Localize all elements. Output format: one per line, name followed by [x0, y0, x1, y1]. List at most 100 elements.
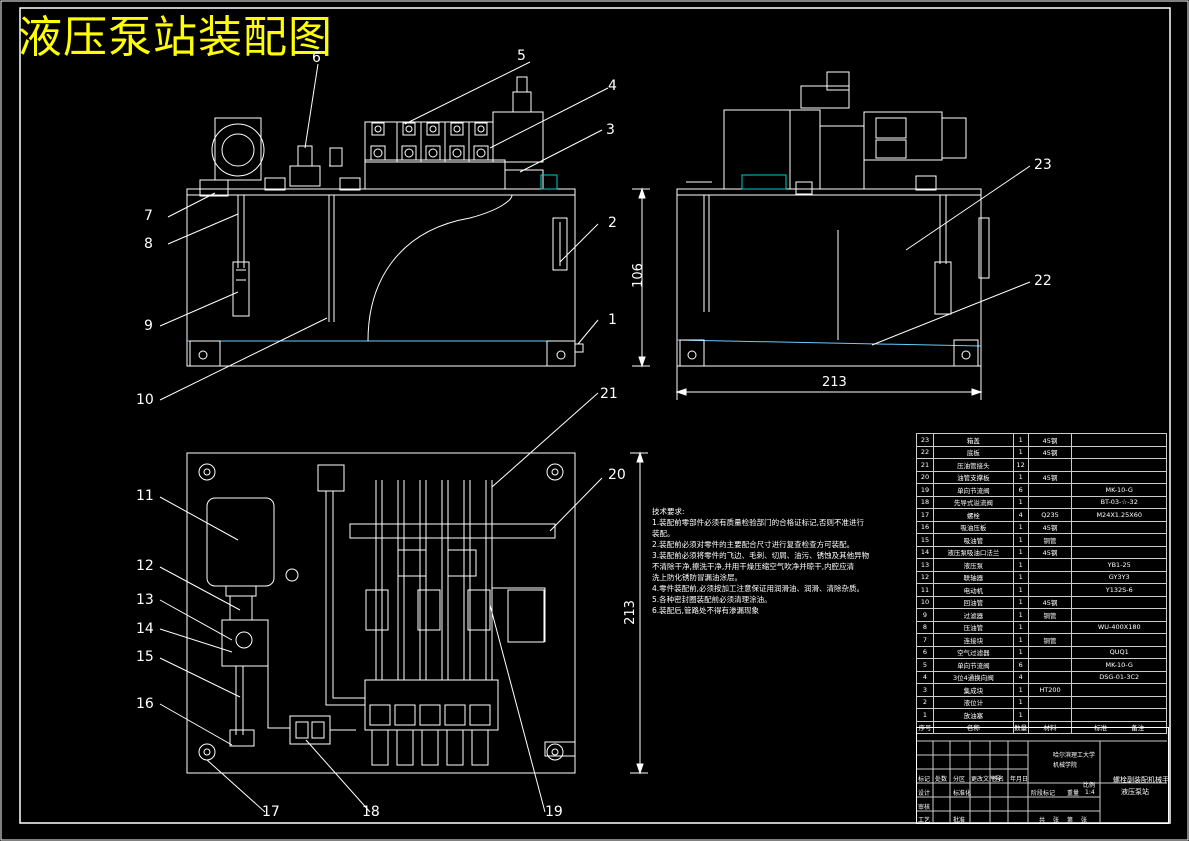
bom-cell: 4: [1012, 670, 1029, 684]
tb-label: 标准化: [953, 790, 972, 797]
callout-2: 2: [608, 215, 617, 231]
callout-5: 5: [517, 48, 526, 64]
bom-cell: [1071, 533, 1167, 547]
bom-cell: 液压泵吸油口法兰: [932, 545, 1014, 559]
scale-value: 1:4: [1085, 789, 1095, 796]
note-line: 3.装配前必须将零件的飞边、毛刺、切屑、油污、锈蚀及其他异物: [652, 551, 870, 560]
dim-height-plan: 213: [622, 600, 638, 625]
bom-cell: 17: [916, 508, 934, 522]
bom-cell: 1: [1012, 708, 1029, 722]
bom-cell: [1027, 558, 1073, 572]
bom-cell: 13: [916, 558, 934, 572]
bom-cell: 1: [1012, 558, 1029, 572]
bom-cell: [1071, 545, 1167, 559]
bom-cell: 过滤器: [932, 608, 1014, 622]
bom-cell: 18: [916, 495, 934, 509]
bom-cell: 联轴器: [932, 570, 1014, 584]
bom-cell: 6: [1012, 658, 1029, 672]
dept-name: 机械学院: [1053, 762, 1078, 769]
bom-cell: [1027, 708, 1073, 722]
bom-cell: [1027, 570, 1073, 584]
bom-cell: 1: [1012, 445, 1029, 459]
bom-cell: 1: [916, 708, 934, 722]
bom-cell: Q235: [1027, 508, 1073, 522]
bom-cell: [1027, 458, 1073, 472]
section-break: [367, 194, 513, 342]
bom-cell: 45钢: [1027, 595, 1073, 609]
bom-cell: [1071, 433, 1167, 447]
bom-cell: 1: [1012, 570, 1029, 584]
bom-cell: 6: [916, 645, 934, 659]
note-line: 4.零件装配前,必须按加工注意保证用润滑油、润滑、清除杂质。: [652, 584, 865, 593]
bom-cell: M24X1.25X60: [1071, 508, 1167, 522]
bom-cell: 45钢: [1027, 520, 1073, 534]
callout-10: 10: [136, 392, 154, 408]
note-line: 装配。: [652, 529, 675, 538]
bom-cell: 1: [1012, 495, 1029, 509]
bom-cell: 4: [916, 670, 934, 684]
bom-cell: DSG-01-3C2: [1071, 670, 1167, 684]
bom-cell: [1071, 470, 1167, 484]
bom-cell: 3位4通换向阀: [932, 670, 1014, 684]
tb-label: 比例: [1083, 782, 1096, 789]
bom-cell: 45钢: [1027, 445, 1073, 459]
callout-14: 14: [136, 621, 154, 637]
callout-20: 20: [608, 467, 626, 483]
bom-cell: [1071, 445, 1167, 459]
note-line: 6.装配后,管路处不得有渗漏现象: [652, 606, 760, 615]
callout-6: 6: [312, 50, 321, 66]
callout-8: 8: [144, 236, 153, 252]
callout-17: 17: [262, 804, 280, 820]
bom-cell: 10: [916, 595, 934, 609]
bom-cell: 放油塞: [932, 708, 1014, 722]
callout-9: 9: [144, 318, 153, 334]
filter: [232, 261, 250, 317]
bom-cell: 铜管: [1027, 608, 1073, 622]
bom-cell: 液压泵: [932, 558, 1014, 572]
tb-label: 更改文件号: [971, 776, 1002, 783]
callout-16: 16: [136, 696, 154, 712]
bom-cell: 1: [1012, 645, 1029, 659]
bom-cell: 6: [1012, 483, 1029, 497]
bom-cell: Y132S-6: [1071, 583, 1167, 597]
bom-cell: 空气过滤器: [932, 645, 1014, 659]
tb-label: 张: [1053, 817, 1060, 824]
bom-cell: 11: [916, 583, 934, 597]
bom-cell: 45钢: [1027, 433, 1073, 447]
bom-cell: [1027, 483, 1073, 497]
bom-cell: 底板: [932, 445, 1014, 459]
note-line: 不清除干净,擦洗干净,并用干燥压缩空气吹净并晾干,内腔应清: [652, 562, 855, 571]
tb-label: 处数: [935, 776, 948, 783]
bom-cell: 4: [1012, 508, 1029, 522]
bom-cell: 单向节流阀: [932, 483, 1014, 497]
bom-cell: WU-400X180: [1071, 620, 1167, 634]
bom-cell: 1: [1012, 520, 1029, 534]
note-line: 洗上防化锈防冒漏油涂层。: [652, 573, 742, 582]
drawing-name-2: 液压泵站: [1121, 788, 1149, 796]
bom-cell: 16: [916, 520, 934, 534]
bom-cell: 8: [916, 620, 934, 634]
bom-cell: YB1-25: [1071, 558, 1167, 572]
bom-cell: 14: [916, 545, 934, 559]
bom-header-cell: 标准: [1094, 724, 1108, 733]
plan-view: [186, 451, 648, 775]
bom-cell: [1027, 583, 1073, 597]
bom-cell: 45钢: [1027, 470, 1073, 484]
bom-cell: 1: [1012, 683, 1029, 697]
bom-cell: QUQ1: [1071, 645, 1167, 659]
bom-cell: [1027, 695, 1073, 709]
tank-front: [186, 188, 576, 367]
bom-header-cell: 备注: [1131, 724, 1145, 733]
